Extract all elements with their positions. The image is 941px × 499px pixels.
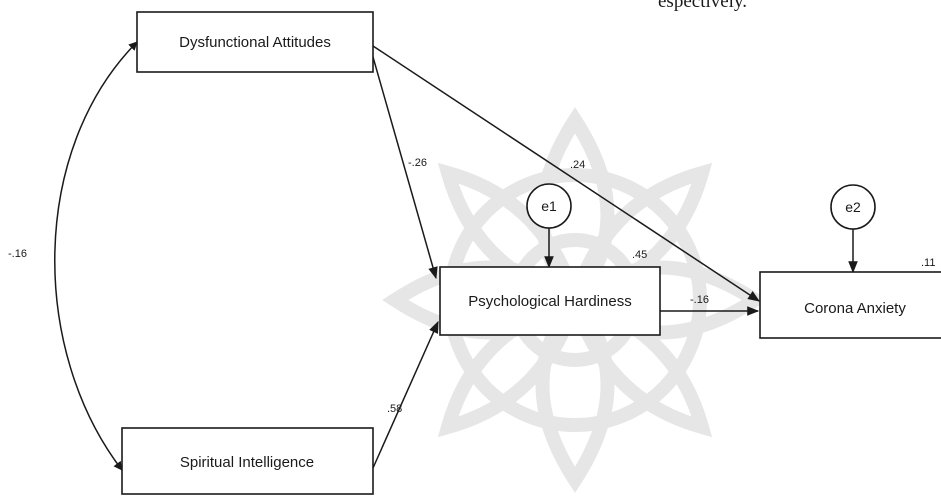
node-label: Dysfunctional Attitudes (179, 34, 331, 51)
coef-spi-to-hard: .58 (387, 403, 402, 415)
node-corona-anxiety: Corona Anxiety (759, 271, 941, 339)
node-dysfunctional-attitudes: Dysfunctional Attitudes (136, 11, 374, 73)
error-label: e1 (541, 198, 557, 214)
node-psychological-hardiness: Psychological Hardiness (439, 266, 661, 336)
error-term-e1: e1 (526, 183, 572, 229)
header-fragment-text: espectively. (658, 0, 747, 12)
r-squared-anxiety: .11 (921, 257, 935, 269)
path-spi-to-hard (372, 320, 439, 469)
coef-dys-to-anx: .24 (570, 159, 585, 171)
coef-covariance: -.16 (8, 248, 27, 260)
node-label: Corona Anxiety (804, 300, 906, 317)
r-squared-hardiness: .45 (632, 249, 647, 261)
error-term-e2: e2 (830, 184, 876, 230)
node-label: Psychological Hardiness (468, 293, 631, 310)
covariance-arrow (54, 41, 138, 471)
path-dys-to-hard (372, 56, 438, 280)
node-label: Spiritual Intelligence (180, 454, 314, 471)
node-spiritual-intelligence: Spiritual Intelligence (121, 427, 374, 495)
error-label: e2 (845, 199, 861, 215)
coef-hard-to-anx: -.16 (690, 294, 709, 306)
path-dys-to-anx (372, 45, 761, 302)
coef-dys-to-hard: -.26 (408, 157, 427, 169)
